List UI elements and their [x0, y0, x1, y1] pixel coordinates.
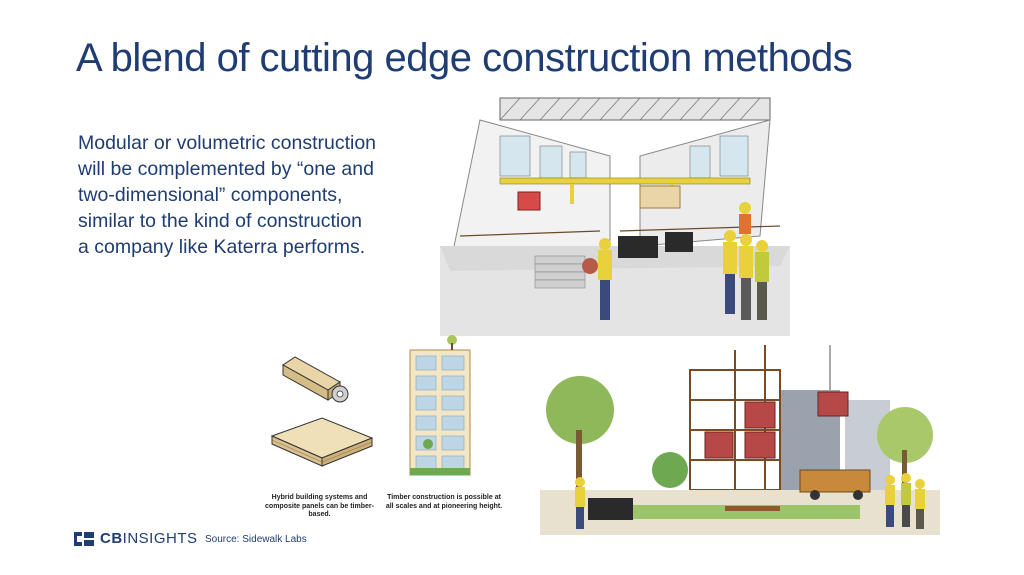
source-note: Source: Sidewalk Labs — [205, 534, 307, 545]
composite-panel-illustration — [270, 417, 374, 467]
body-paragraph: Modular or volumetric construction will … — [78, 132, 377, 258]
construction-site-illustration — [540, 345, 940, 535]
cb-insights-logo: CBINSIGHTS — [74, 530, 198, 547]
factory-illustration — [440, 97, 790, 336]
cb-logo-mark-icon — [74, 531, 94, 546]
logo-bold-text: CB — [100, 530, 123, 547]
page-title: A blend of cutting edge construction met… — [76, 36, 853, 80]
logo-light-text: INSIGHTS — [122, 530, 198, 547]
panels-caption: Hybrid building systems and composite pa… — [265, 494, 374, 518]
timber-tower-illustration — [409, 335, 471, 476]
timber-caption: Timber construction is possible at all s… — [385, 494, 503, 510]
timber-beam-illustration — [282, 356, 349, 403]
